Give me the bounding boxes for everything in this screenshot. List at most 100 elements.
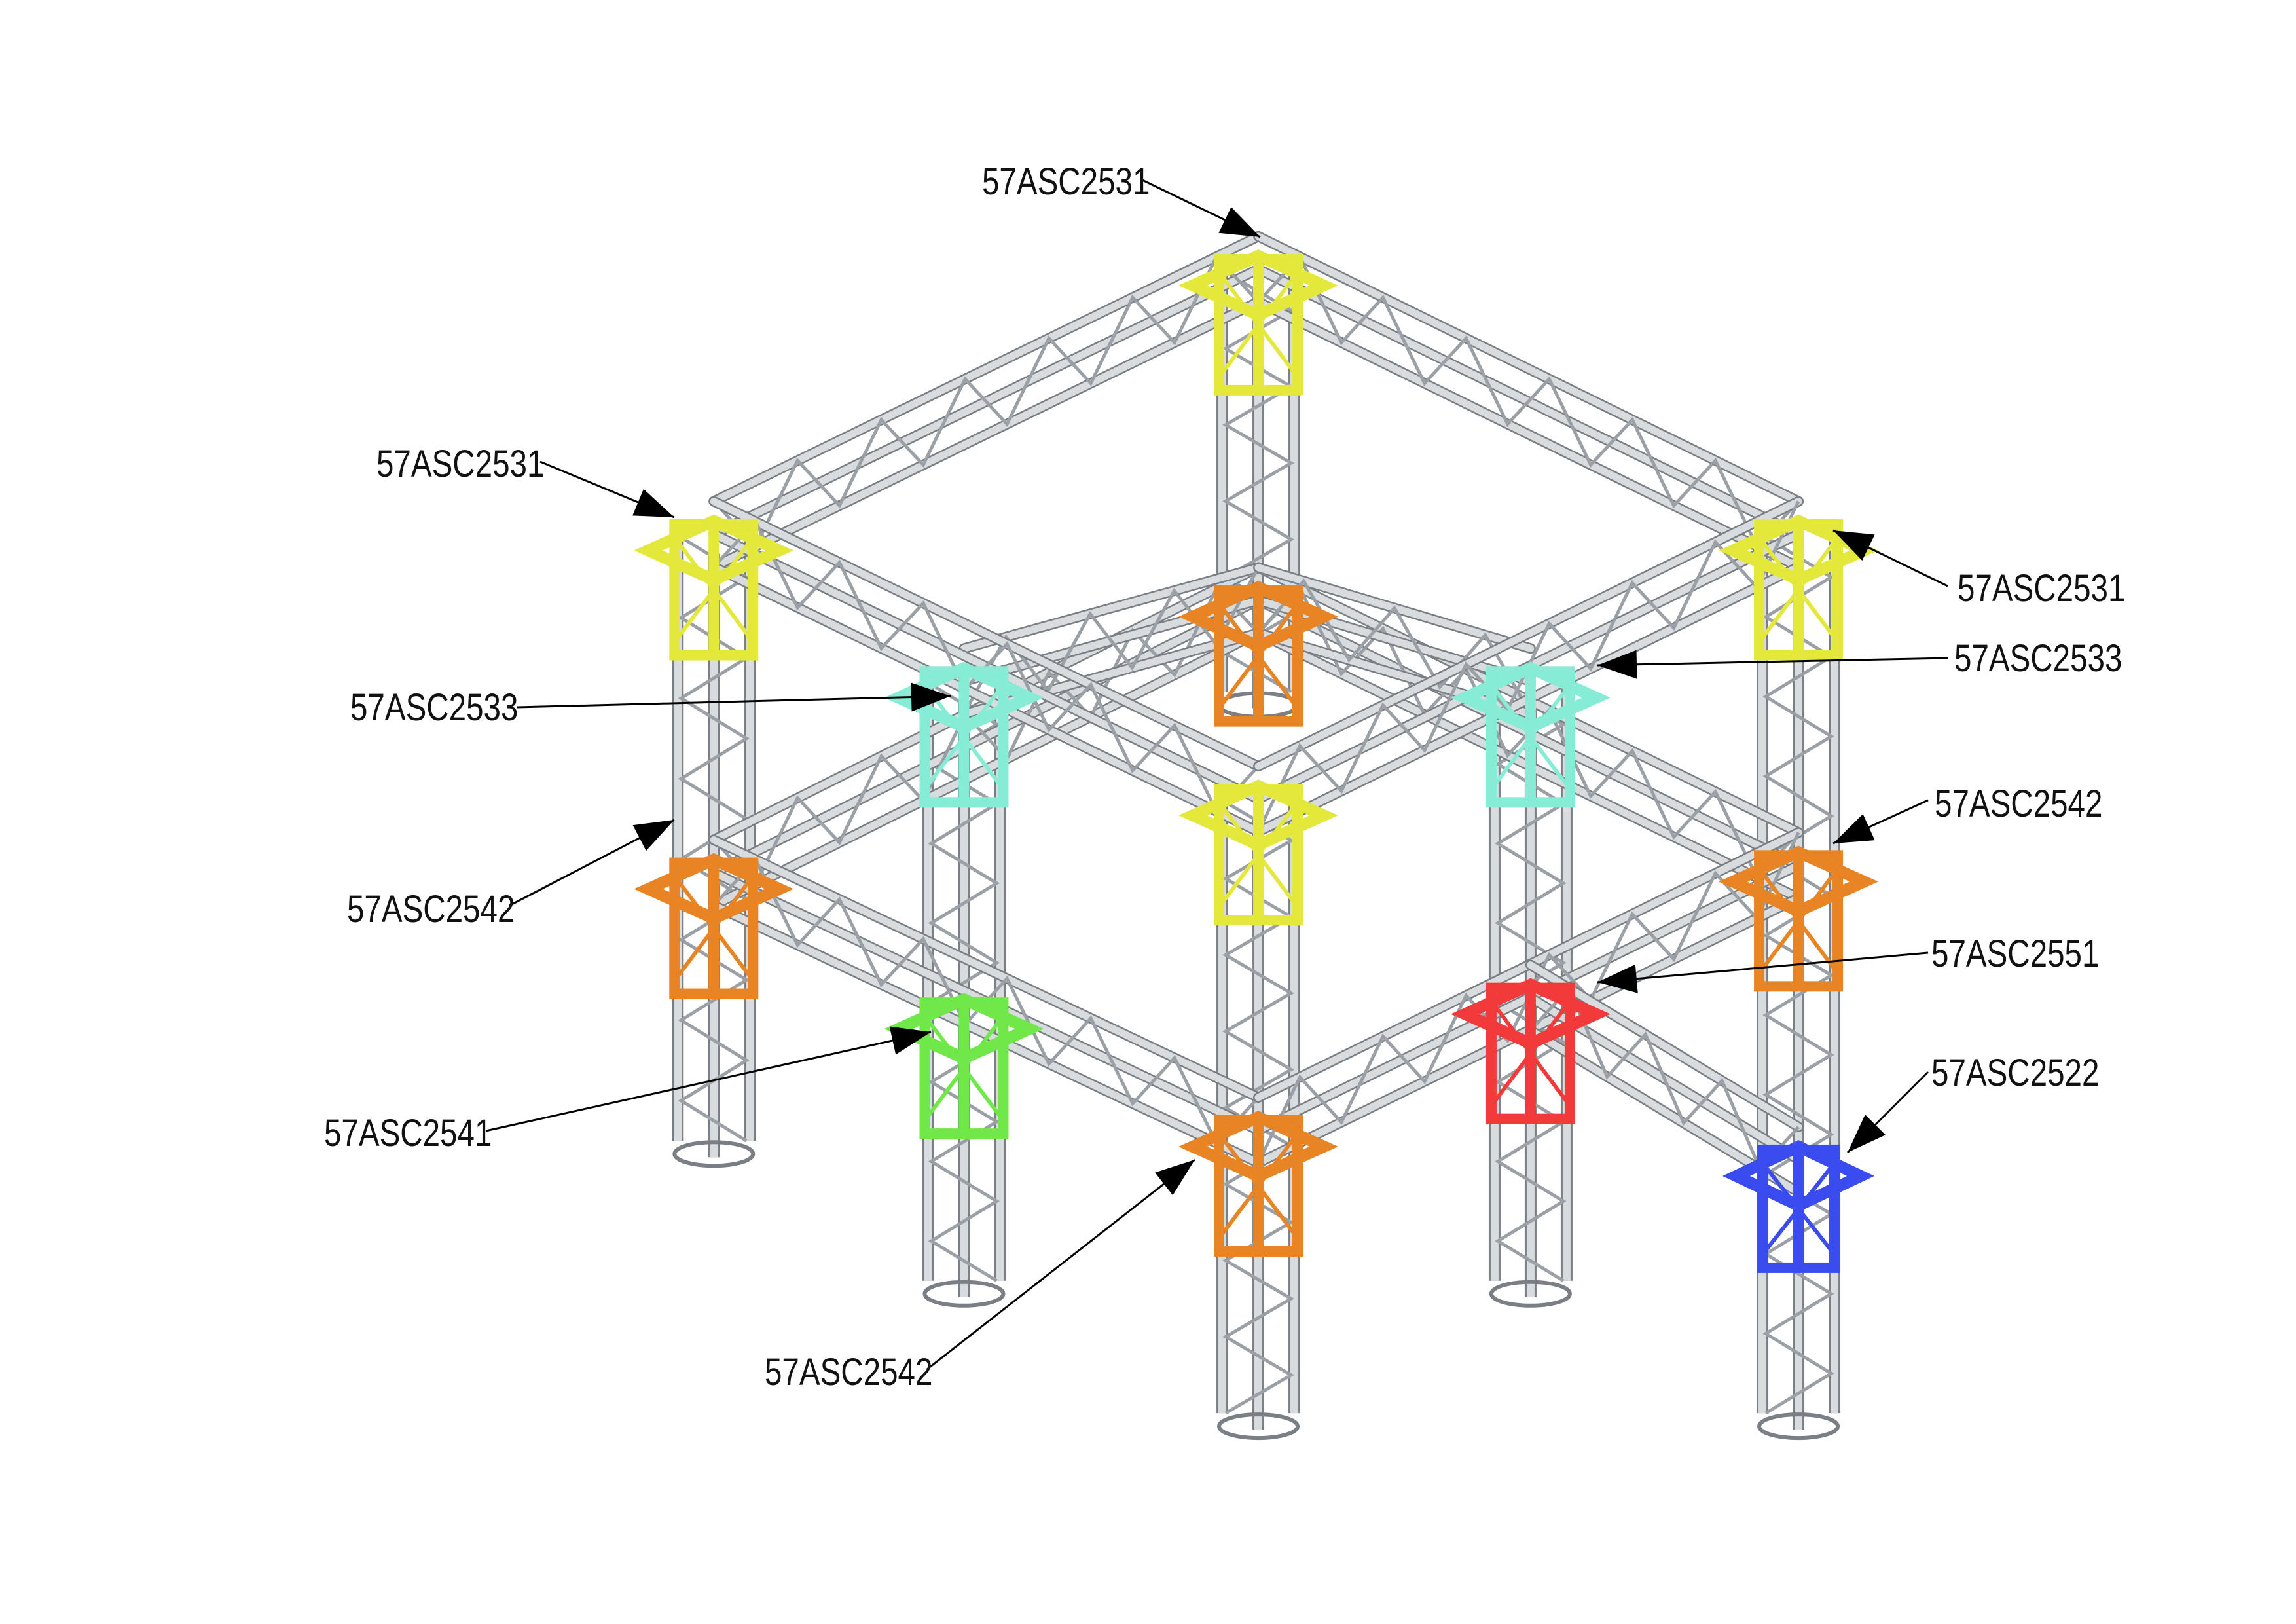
t-connector-left-top bbox=[884, 661, 1044, 734]
corner-connector-left bbox=[634, 514, 794, 661]
beam-lattice bbox=[1257, 253, 1800, 549]
4way-connector-left bbox=[634, 853, 794, 999]
4way-connector-left-top bbox=[634, 853, 794, 925]
4way-connector-front-top bbox=[1178, 1111, 1338, 1183]
column-base-plate bbox=[1489, 1280, 1572, 1308]
connectors bbox=[634, 249, 1878, 1273]
part-number-label: 57ASC2533 bbox=[350, 687, 518, 729]
4way-t-connector bbox=[884, 993, 1044, 1139]
callout-57asc2551: 57ASC2551 bbox=[1597, 933, 2099, 993]
corner-connector-left-top bbox=[634, 514, 794, 587]
t-connector-left bbox=[884, 661, 1044, 808]
beam-chord bbox=[960, 564, 1262, 652]
column-base-plate bbox=[922, 1280, 1006, 1308]
beam-chord bbox=[1527, 961, 1802, 1131]
part-number-label: 57ASC2531 bbox=[376, 443, 544, 486]
2way-corner-connector-top bbox=[1722, 1139, 1875, 1212]
4way-connector-right-top bbox=[1719, 845, 1878, 918]
part-number-label: 57ASC2522 bbox=[1931, 1052, 2099, 1095]
t-connector-right-top bbox=[1450, 661, 1611, 734]
callouts: 57ASC2531 57ASC2531 57ASC2531 57ASC2533 57AS… bbox=[324, 161, 2125, 1394]
4way-connector-back-top bbox=[1178, 580, 1338, 653]
callout-57asc2541: 57ASC2541 bbox=[324, 1026, 932, 1155]
leader-line bbox=[1597, 657, 1948, 667]
arrowhead-icon bbox=[632, 489, 674, 517]
column-base-plate bbox=[1757, 1412, 1840, 1441]
2way-corner-connector-brace bbox=[1760, 1162, 1836, 1256]
callout-57asc2533: 57ASC2533 bbox=[350, 682, 951, 729]
beam-chord bbox=[710, 298, 1262, 571]
4way-connector-right-brace bbox=[1757, 867, 1840, 975]
callout-57asc2542: 57ASC2542 bbox=[1832, 783, 2102, 845]
truss-beam bbox=[708, 231, 1264, 572]
corner-connector-right-brace bbox=[1757, 536, 1840, 644]
arrowhead-icon bbox=[1833, 814, 1875, 843]
beam-chord bbox=[1254, 298, 1802, 571]
leader-line bbox=[1597, 951, 1929, 984]
part-number-label: 57ASC2531 bbox=[982, 161, 1150, 204]
part-number-label: 57ASC2531 bbox=[1958, 568, 2125, 610]
corner-connector-back bbox=[1178, 249, 1338, 396]
callout-57asc2531: 57ASC2531 bbox=[1832, 529, 2125, 610]
column-lattice bbox=[1222, 270, 1295, 693]
callout-57asc2522: 57ASC2522 bbox=[1846, 1052, 2099, 1154]
beam-chord bbox=[710, 902, 1262, 1167]
part-number-label: 57ASC2542 bbox=[347, 889, 515, 931]
leader-line bbox=[485, 1031, 932, 1132]
arrowhead-icon bbox=[632, 820, 674, 851]
callout-57asc2531: 57ASC2531 bbox=[376, 443, 675, 519]
t-connector-right-brace bbox=[1489, 683, 1572, 791]
callout-57asc2533: 57ASC2533 bbox=[1597, 638, 2122, 680]
arrowhead-icon bbox=[1597, 964, 1638, 993]
5way-connector-brace bbox=[1489, 999, 1572, 1107]
callout-57asc2531: 57ASC2531 bbox=[982, 161, 1261, 238]
column-lattice bbox=[1222, 801, 1295, 1415]
beam-chord bbox=[710, 498, 1262, 770]
leader-line bbox=[926, 1158, 1195, 1371]
part-number-label: 57ASC2542 bbox=[1935, 783, 2102, 826]
arrowhead-icon bbox=[1597, 650, 1637, 679]
arrowhead-icon bbox=[889, 1026, 931, 1055]
4way-connector-back-brace bbox=[1217, 602, 1300, 710]
corner-connector-front-brace bbox=[1217, 801, 1300, 908]
beam-chord bbox=[710, 232, 1262, 506]
arrowhead-icon bbox=[911, 682, 951, 712]
4way-connector-front-brace bbox=[1217, 1132, 1300, 1240]
4way-t-connector-top bbox=[884, 993, 1044, 1065]
truss-beam bbox=[708, 834, 1264, 1168]
leader-line bbox=[517, 695, 951, 709]
t-connector-left-brace bbox=[923, 683, 1005, 791]
beam-lattice bbox=[712, 585, 1260, 887]
arrowhead-icon bbox=[1218, 207, 1260, 237]
beam-chord bbox=[710, 836, 1262, 1101]
corner-connector-front-top bbox=[1178, 779, 1338, 852]
corner-connector-back-top bbox=[1178, 249, 1338, 322]
corner-connector-right bbox=[1719, 514, 1878, 661]
corner-connector-back-brace bbox=[1217, 271, 1300, 378]
part-number-label: 57ASC2533 bbox=[1954, 638, 2122, 680]
2way-corner-connector bbox=[1722, 1139, 1875, 1273]
truss-beam bbox=[1253, 231, 1804, 572]
beam-chord bbox=[1254, 498, 1802, 770]
column-base-plate bbox=[672, 1140, 756, 1168]
beam-chord bbox=[1254, 232, 1802, 506]
part-number-label: 57ASC2542 bbox=[765, 1352, 932, 1394]
arrowhead-icon bbox=[1833, 530, 1875, 561]
corner-connector-left-brace bbox=[672, 536, 755, 644]
5way-connector-top bbox=[1450, 978, 1611, 1050]
callout-57asc2542: 57ASC2542 bbox=[765, 1158, 1195, 1394]
arrowhead-icon bbox=[1848, 1115, 1886, 1153]
part-number-label: 57ASC2551 bbox=[1931, 933, 2099, 976]
arrowhead-icon bbox=[1155, 1160, 1195, 1196]
beam-lattice bbox=[1257, 578, 1533, 715]
4way-connector-left-brace bbox=[672, 874, 755, 982]
t-connector-right bbox=[1450, 661, 1611, 808]
beam-chord bbox=[710, 563, 1262, 836]
4way-connector-front bbox=[1178, 1111, 1338, 1257]
column-base-plate bbox=[1217, 1412, 1300, 1441]
4way-connector-back bbox=[1178, 580, 1338, 727]
callout-57asc2542: 57ASC2542 bbox=[347, 819, 675, 931]
beam-lattice bbox=[712, 253, 1260, 549]
part-number-label: 57ASC2541 bbox=[324, 1113, 492, 1155]
